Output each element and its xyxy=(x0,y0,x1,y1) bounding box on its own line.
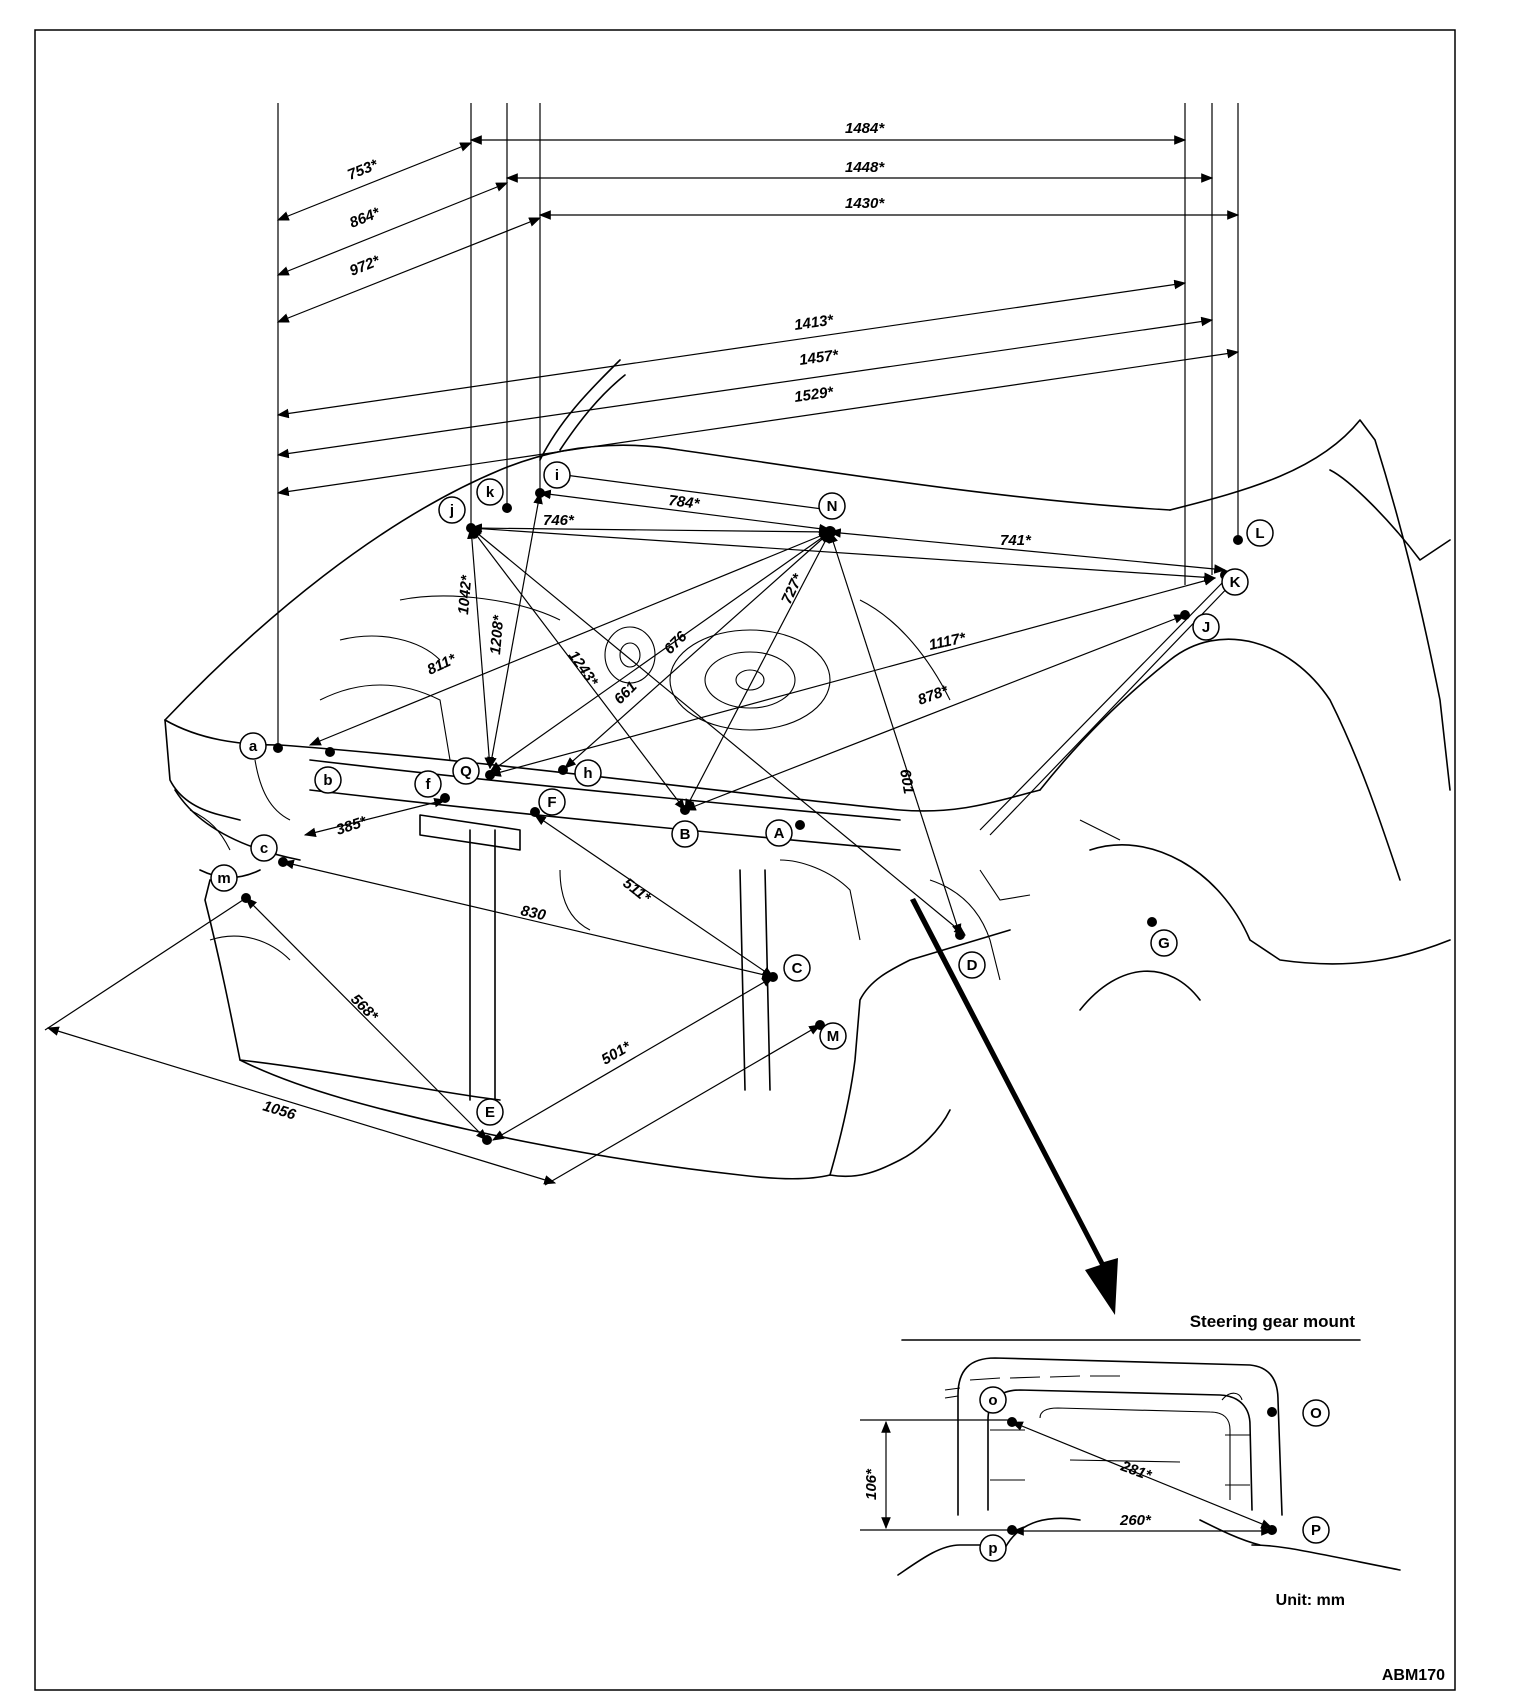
dim-1448: 1448* xyxy=(845,159,885,176)
point-h: h xyxy=(574,759,602,787)
point-E: E xyxy=(476,1098,504,1126)
point-m: m xyxy=(210,864,238,892)
figure-code: ABM170 xyxy=(1382,1667,1445,1684)
dim-1208: 1208* xyxy=(487,614,507,656)
car-body-outline xyxy=(164,359,1451,1180)
svg-text:j: j xyxy=(449,502,454,519)
dim-972: 972* xyxy=(347,252,383,280)
point-M: M xyxy=(819,1022,847,1050)
point-P: P xyxy=(1302,1516,1330,1544)
point-j: j xyxy=(438,496,466,524)
dim-601: 601 xyxy=(896,768,917,796)
svg-text:p: p xyxy=(988,1540,997,1557)
svg-text:P: P xyxy=(1311,1522,1321,1539)
point-o: o xyxy=(979,1386,1007,1414)
dim-811: 811* xyxy=(425,650,460,678)
dim-1243: 1243* xyxy=(565,648,602,691)
dim-1529: 1529* xyxy=(793,384,835,406)
dim-1457: 1457* xyxy=(798,347,840,369)
dim-1117: 1117* xyxy=(927,629,968,654)
svg-text:m: m xyxy=(217,870,230,887)
dimension-labels: 1484* 1448* 1430* 753* 864* 972* 1413* 1… xyxy=(261,120,1032,1124)
dim-501: 501* xyxy=(599,1038,635,1069)
svg-text:k: k xyxy=(486,484,495,501)
dim-106: 106* xyxy=(863,1468,880,1500)
dim-746: 746* xyxy=(543,512,575,529)
unit-label: Unit: mm xyxy=(1276,1592,1345,1609)
inset-title: Steering gear mount xyxy=(1190,1312,1356,1331)
point-B: B xyxy=(671,820,699,848)
svg-text:G: G xyxy=(1158,935,1170,952)
point-p: p xyxy=(979,1534,1007,1562)
svg-text:Q: Q xyxy=(460,763,472,780)
figure-frame xyxy=(34,29,1456,1691)
point-a: a xyxy=(239,732,267,760)
svg-text:O: O xyxy=(1310,1405,1322,1422)
dim-878: 878* xyxy=(916,682,952,709)
svg-text:o: o xyxy=(988,1392,997,1409)
svg-text:A: A xyxy=(774,825,785,842)
svg-text:b: b xyxy=(323,772,332,789)
steering-gear-mount-inset: Steering gear mount 106* 281* 260* o O p… xyxy=(860,1312,1401,1609)
svg-text:J: J xyxy=(1202,619,1210,636)
dim-260: 260* xyxy=(1119,1512,1152,1529)
measurement-point-dots xyxy=(241,488,1243,1145)
dim-864: 864* xyxy=(347,204,383,232)
point-A: A xyxy=(765,819,793,847)
point-N: N xyxy=(818,492,846,520)
point-O: O xyxy=(1302,1399,1330,1427)
dim-1056: 1056 xyxy=(261,1098,299,1124)
point-J: J xyxy=(1192,613,1220,641)
dim-830: 830 xyxy=(519,902,548,924)
svg-text:K: K xyxy=(1230,574,1241,591)
dim-727: 727* xyxy=(778,570,807,606)
svg-text:D: D xyxy=(967,957,978,974)
svg-text:N: N xyxy=(827,498,838,515)
svg-text:L: L xyxy=(1255,525,1264,542)
svg-text:i: i xyxy=(555,467,559,484)
svg-text:c: c xyxy=(260,840,268,857)
svg-text:f: f xyxy=(426,776,432,793)
dim-1413: 1413* xyxy=(793,312,835,334)
point-b: b xyxy=(314,766,342,794)
point-k: k xyxy=(476,478,504,506)
measurement-lines xyxy=(44,103,1240,1315)
point-f: f xyxy=(414,770,442,798)
dim-753: 753* xyxy=(345,156,381,184)
svg-text:h: h xyxy=(583,765,592,782)
dim-568: 568* xyxy=(347,991,382,1026)
svg-text:a: a xyxy=(249,738,258,755)
svg-text:M: M xyxy=(827,1028,840,1045)
point-c: c xyxy=(250,834,278,862)
dim-1042: 1042* xyxy=(455,574,475,616)
svg-text:F: F xyxy=(547,794,556,811)
point-L: L xyxy=(1246,519,1274,547)
point-G: G xyxy=(1150,929,1178,957)
dim-385: 385* xyxy=(334,813,370,839)
svg-text:E: E xyxy=(485,1104,495,1121)
point-K: K xyxy=(1221,568,1249,596)
point-labels: a b c f Q h F B A C D E G J K L M N i j … xyxy=(210,461,1274,1126)
dim-511: 511* xyxy=(620,875,655,907)
dim-741: 741* xyxy=(1000,532,1032,549)
dim-676: 676 xyxy=(661,628,691,658)
point-F: F xyxy=(538,788,566,816)
svg-text:C: C xyxy=(792,960,803,977)
dim-1484: 1484* xyxy=(845,120,885,137)
svg-text:B: B xyxy=(680,826,691,843)
dim-784: 784* xyxy=(668,492,702,513)
point-C: C xyxy=(783,954,811,982)
dim-1430: 1430* xyxy=(845,195,885,212)
point-i: i xyxy=(543,461,571,489)
point-Q: Q xyxy=(452,757,480,785)
point-D: D xyxy=(958,951,986,979)
